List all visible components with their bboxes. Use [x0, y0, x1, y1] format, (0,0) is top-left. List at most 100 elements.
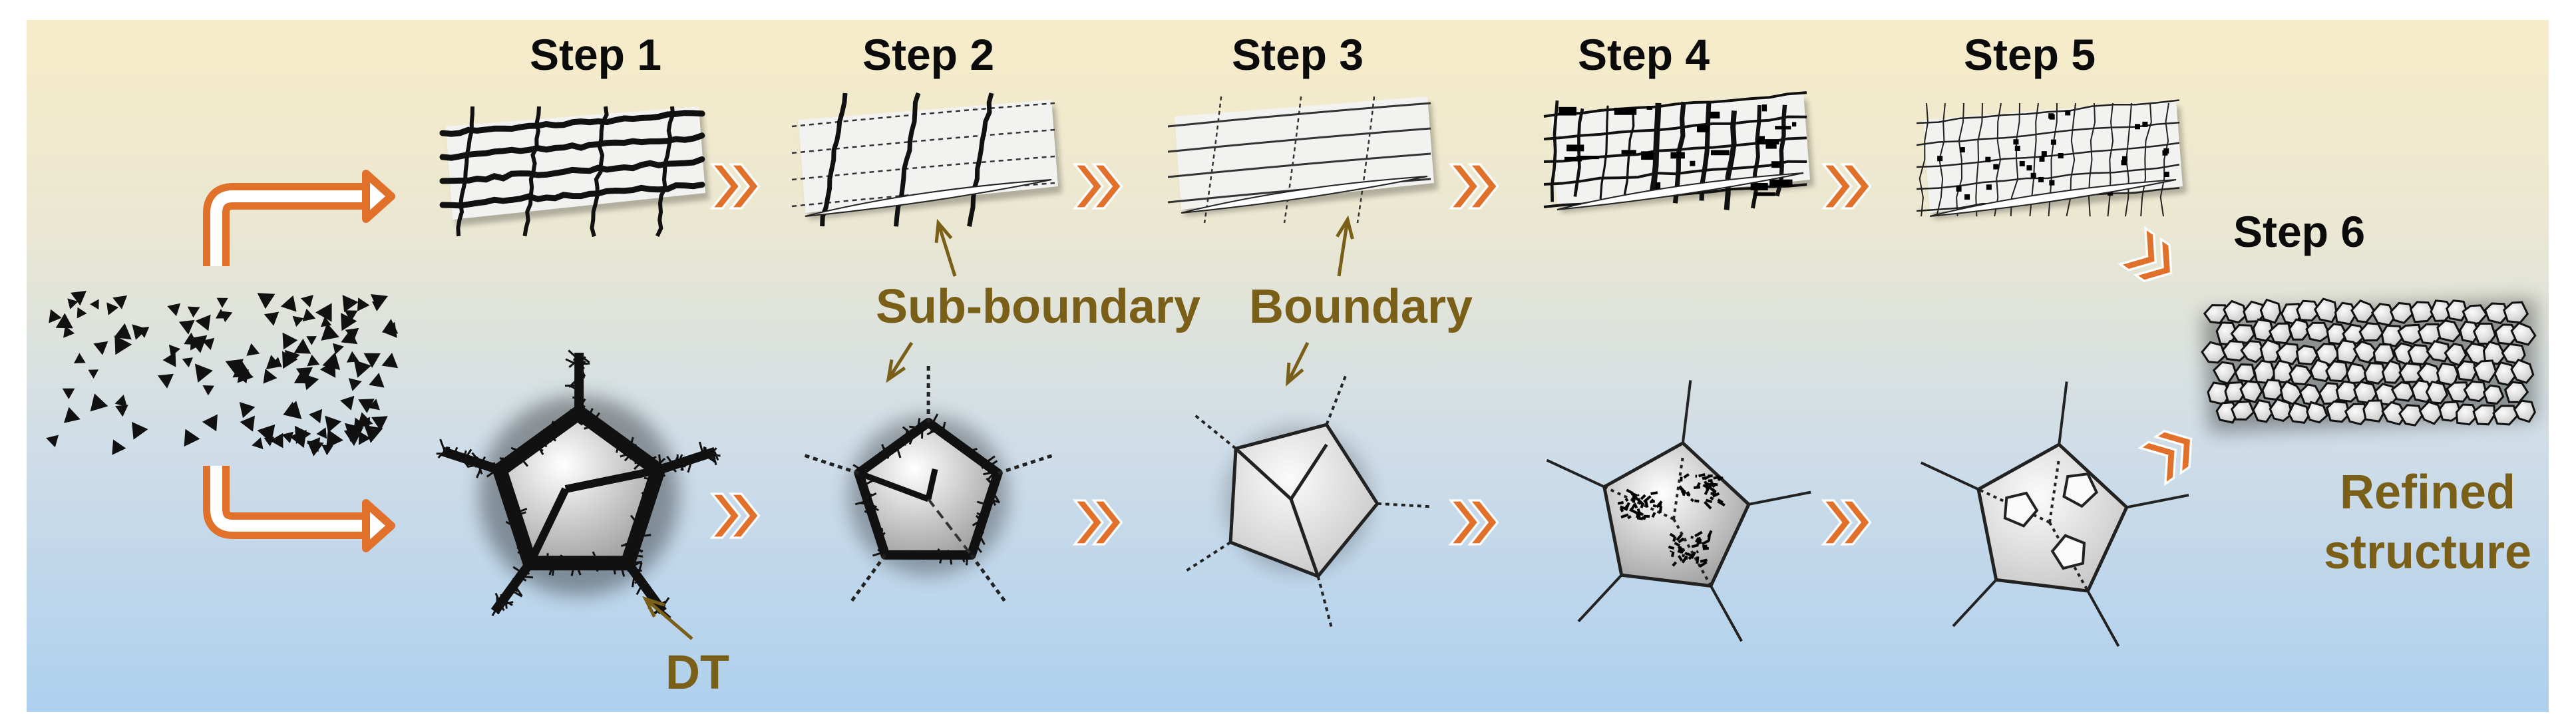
particle: [321, 445, 333, 456]
dislocation-segment: [1550, 100, 1559, 202]
fine-grain: [2224, 381, 2247, 403]
fine-grain: [2212, 361, 2237, 385]
grain-arm: [2126, 494, 2189, 509]
surface-edge: [1557, 172, 1804, 210]
boundary-pointer-down: [1286, 341, 1310, 387]
fine-grain: [2446, 299, 2468, 322]
defect-dot: [2014, 145, 2020, 151]
dislocation-band: [439, 182, 705, 209]
particle: [202, 337, 215, 350]
defect-dot: [2026, 165, 2032, 171]
step-3-grain: [1185, 374, 1431, 628]
particle: [340, 395, 355, 411]
initial-particles: [46, 291, 399, 456]
particle: [106, 302, 119, 315]
particle: [315, 303, 332, 322]
dislocation-spikes: [852, 418, 933, 472]
grain-arm: [2086, 590, 2120, 647]
sub-boundary-pointer-up: [934, 218, 957, 277]
arrow-step1-to-step2: [709, 163, 761, 210]
defect-dot: [2049, 180, 2055, 186]
surface-edge: [1929, 179, 2177, 217]
defect-dot: [2038, 176, 2044, 182]
arrow-step5-to-step6: [2117, 226, 2173, 283]
particle: [306, 336, 317, 345]
fine-grain: [2335, 380, 2360, 403]
defect-dot: [2039, 156, 2045, 162]
fine-grain: [2314, 297, 2338, 323]
defect-dot: [1964, 194, 1970, 200]
fine-grain: [2306, 401, 2328, 424]
defect-cluster: [1710, 111, 1720, 119]
dislocation-tangle: [1678, 473, 1726, 510]
fine-grain: [2482, 341, 2507, 365]
particle: [167, 303, 181, 317]
particle: [112, 439, 126, 455]
fine-grain: [2463, 380, 2488, 403]
particle: [284, 349, 300, 366]
step-2-grain: [804, 365, 1053, 602]
lower-path-arrow: [203, 466, 395, 552]
fine-grain: [2309, 359, 2333, 383]
fine-grain: [2305, 321, 2331, 343]
subgrain: [2003, 491, 2039, 528]
particle: [325, 415, 341, 433]
process-diagram: [46, 91, 2537, 647]
step-5-label: Step 5: [1963, 30, 2096, 79]
particle: [289, 429, 307, 449]
dashed-arm: [1316, 576, 1333, 628]
particle: [309, 409, 323, 424]
cell-wall: [1956, 102, 1964, 217]
fine-grain: [2230, 400, 2255, 421]
defect-dot: [2142, 121, 2148, 127]
internal-boundary: [526, 487, 570, 565]
defect-dot: [1956, 186, 1962, 192]
fine-grain: [2261, 379, 2284, 401]
dashed-arm: [850, 554, 887, 602]
fine-grain: [2269, 398, 2293, 423]
particle: [319, 360, 336, 378]
fine-grain: [2513, 399, 2536, 423]
defect-cluster: [1641, 151, 1654, 160]
internal-boundary: [925, 468, 938, 500]
boundary-line: [1543, 160, 1807, 186]
particle: [364, 425, 383, 443]
fine-grain: [2234, 363, 2257, 383]
defect-dot: [2030, 172, 2036, 178]
particle: [178, 319, 195, 335]
fine-grain: [2201, 341, 2227, 364]
boundary-line: [1167, 152, 1431, 178]
step-6-refined-structure: [2201, 297, 2537, 433]
particle: [157, 373, 174, 389]
fine-grain: [2203, 304, 2228, 324]
step-5-grain: [1920, 381, 2189, 647]
defect-dot: [2050, 139, 2056, 145]
defect-cluster: [1564, 156, 1582, 162]
fine-grain: [2425, 381, 2449, 405]
particle: [190, 339, 200, 351]
particle: [115, 405, 128, 417]
fine-grain: [2410, 379, 2434, 403]
boundary-line: [1543, 115, 1807, 140]
defect-dot: [2041, 151, 2047, 157]
dashed-arm: [1193, 413, 1237, 450]
dashed-cell-wall: [791, 102, 1055, 128]
dislocation-tangle: [1668, 530, 1713, 568]
particle: [363, 353, 381, 368]
fine-grain: [2459, 320, 2481, 343]
fine-grain: [2492, 405, 2519, 426]
particle: [316, 427, 327, 439]
particle: [371, 416, 388, 431]
defect-cluster: [1757, 139, 1779, 145]
particle: [240, 415, 255, 432]
particle: [202, 385, 214, 396]
dislocation-spikes: [627, 555, 671, 619]
fine-grain: [2390, 381, 2416, 402]
particle: [74, 353, 86, 363]
particle: [77, 307, 87, 319]
sub-boundary-pointer-down: [886, 341, 914, 383]
particle: [341, 313, 357, 331]
dislocation-spikes: [499, 405, 586, 472]
defect-cluster: [1769, 179, 1793, 187]
arrow-step2-to-step3: [1072, 163, 1123, 210]
